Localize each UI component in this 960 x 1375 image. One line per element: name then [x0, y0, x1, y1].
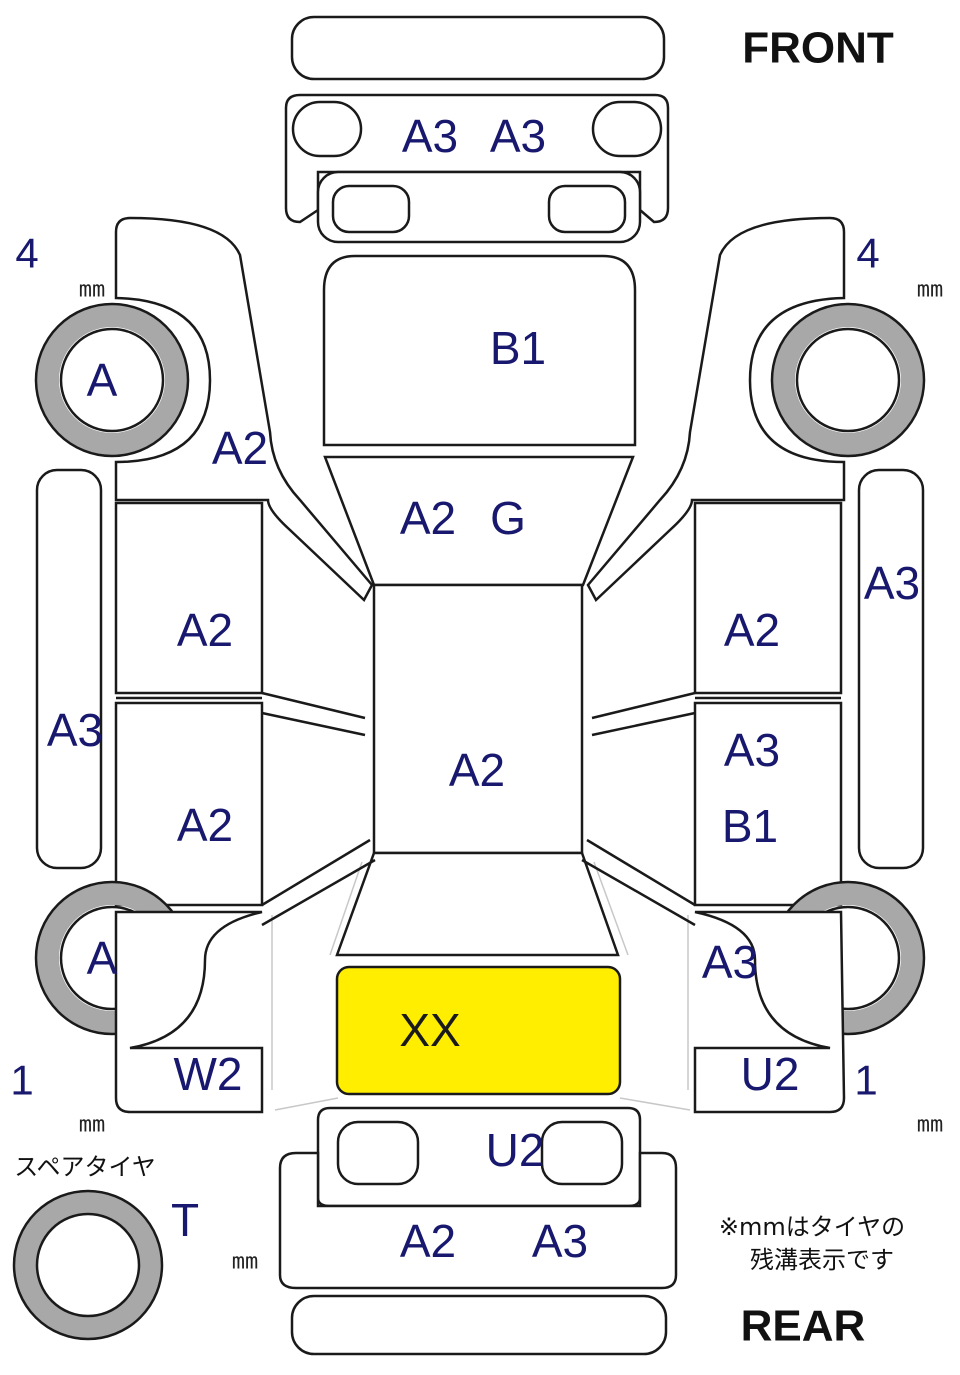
code-rear-door-left: A2: [177, 799, 233, 851]
code-front-door-left: A2: [177, 604, 233, 656]
front-wheel-right-tire: [773, 305, 923, 455]
code-rear-quarter-right-lower: U2: [741, 1048, 800, 1100]
front-fender-right-panel: [586, 216, 846, 603]
code-roof: A2: [449, 744, 505, 796]
front-wheel-left-tire: [37, 305, 187, 455]
code-rear-wheel-left: A: [87, 932, 118, 984]
rocker-left-panel: [35, 468, 103, 870]
code-front-bumper-left: A3: [402, 110, 458, 162]
tread-rear-left-unit: mm: [79, 1113, 106, 1138]
front-wheel-left-outer: [34, 302, 190, 458]
code-rear-bumper-left: A2: [400, 1215, 456, 1267]
front-bumper-panel: [284, 93, 670, 224]
spare-tire-ring: [14, 1191, 162, 1339]
code-front-wheel-left: A: [87, 354, 118, 406]
code-rocker-left: A3: [47, 704, 103, 756]
code-rear-panel: U2: [486, 1124, 545, 1176]
front-wheel-left-inner: [59, 327, 165, 433]
code-rear-door-right-1: A3: [724, 724, 780, 776]
rear-quarter-right-panel: [693, 910, 846, 1114]
rear-door-left-panel: [114, 701, 264, 907]
code-front-bumper-right: A3: [490, 110, 546, 162]
front-bumper-outline: [290, 15, 666, 81]
grille-frame: [316, 170, 642, 244]
tread-rear-right-value: 1: [854, 1057, 877, 1104]
tread-front-right-value: 4: [856, 230, 879, 277]
pillar-lines-right: [581, 691, 696, 927]
front-label: FRONT: [742, 24, 894, 73]
code-windshield-2: G: [490, 492, 526, 544]
code-rear-bumper-right: A3: [532, 1215, 588, 1267]
code-windshield-1: A2: [400, 492, 456, 544]
front-wheel-right-outer: [770, 302, 926, 458]
tail-lamp-right: [540, 1120, 624, 1186]
front-door-left-panel: [114, 501, 264, 695]
tread-front-left-value: 4: [15, 230, 38, 277]
code-spare-tire: T: [171, 1194, 199, 1246]
tread-rear-right-unit: mm: [917, 1113, 944, 1138]
rear-quarter-left-panel: [114, 910, 264, 1114]
spare-tire-outer: [12, 1189, 164, 1341]
headlight-right: [591, 100, 663, 158]
fog-lamp-left: [331, 184, 411, 234]
code-hood: B1: [490, 322, 546, 374]
front-fender-left-panel: [114, 216, 374, 603]
headlight-left: [291, 100, 363, 158]
trunk-highlight: [335, 965, 622, 1096]
rear-bumper-panel: [278, 1151, 678, 1290]
code-trunk: XX: [399, 1004, 460, 1056]
tread-front-right-unit: mm: [917, 278, 944, 303]
note-line-2: 残溝表示です: [750, 1246, 894, 1274]
code-rear-quarter-left: W2: [174, 1048, 243, 1100]
spare-tire-label: スペアタイヤ: [14, 1153, 156, 1181]
windshield-panel: [323, 455, 635, 587]
tail-lamp-left: [336, 1120, 420, 1186]
code-front-door-right: A2: [724, 604, 780, 656]
tread-rear-left-value: 1: [10, 1057, 33, 1104]
pillar-lines-left: [261, 691, 376, 927]
tread-front-left-unit: mm: [79, 278, 106, 303]
rear-window-panel: [335, 851, 620, 957]
code-rear-door-right-2: B1: [722, 800, 778, 852]
hood-panel: [322, 254, 637, 447]
front-wheel-right-inner: [795, 327, 901, 433]
rear-bumper-lower: [290, 1294, 668, 1356]
tread-spare-unit: mm: [232, 1250, 259, 1275]
rear-ghost-lines: [271, 861, 691, 1111]
roof-panel: [372, 583, 584, 855]
note-line-1: ※mmはタイヤの: [719, 1213, 905, 1241]
code-rocker-right: A3: [864, 557, 920, 609]
code-rear-quarter-right: A3: [702, 936, 758, 988]
front-door-right-panel: [693, 501, 843, 695]
fog-lamp-right: [547, 184, 627, 234]
rocker-right-panel: [857, 468, 925, 870]
rear-label: REAR: [741, 1302, 866, 1351]
rear-door-right-panel: [693, 701, 843, 907]
spare-tire-inner: [35, 1212, 141, 1318]
code-front-fender-left: A2: [212, 422, 268, 474]
